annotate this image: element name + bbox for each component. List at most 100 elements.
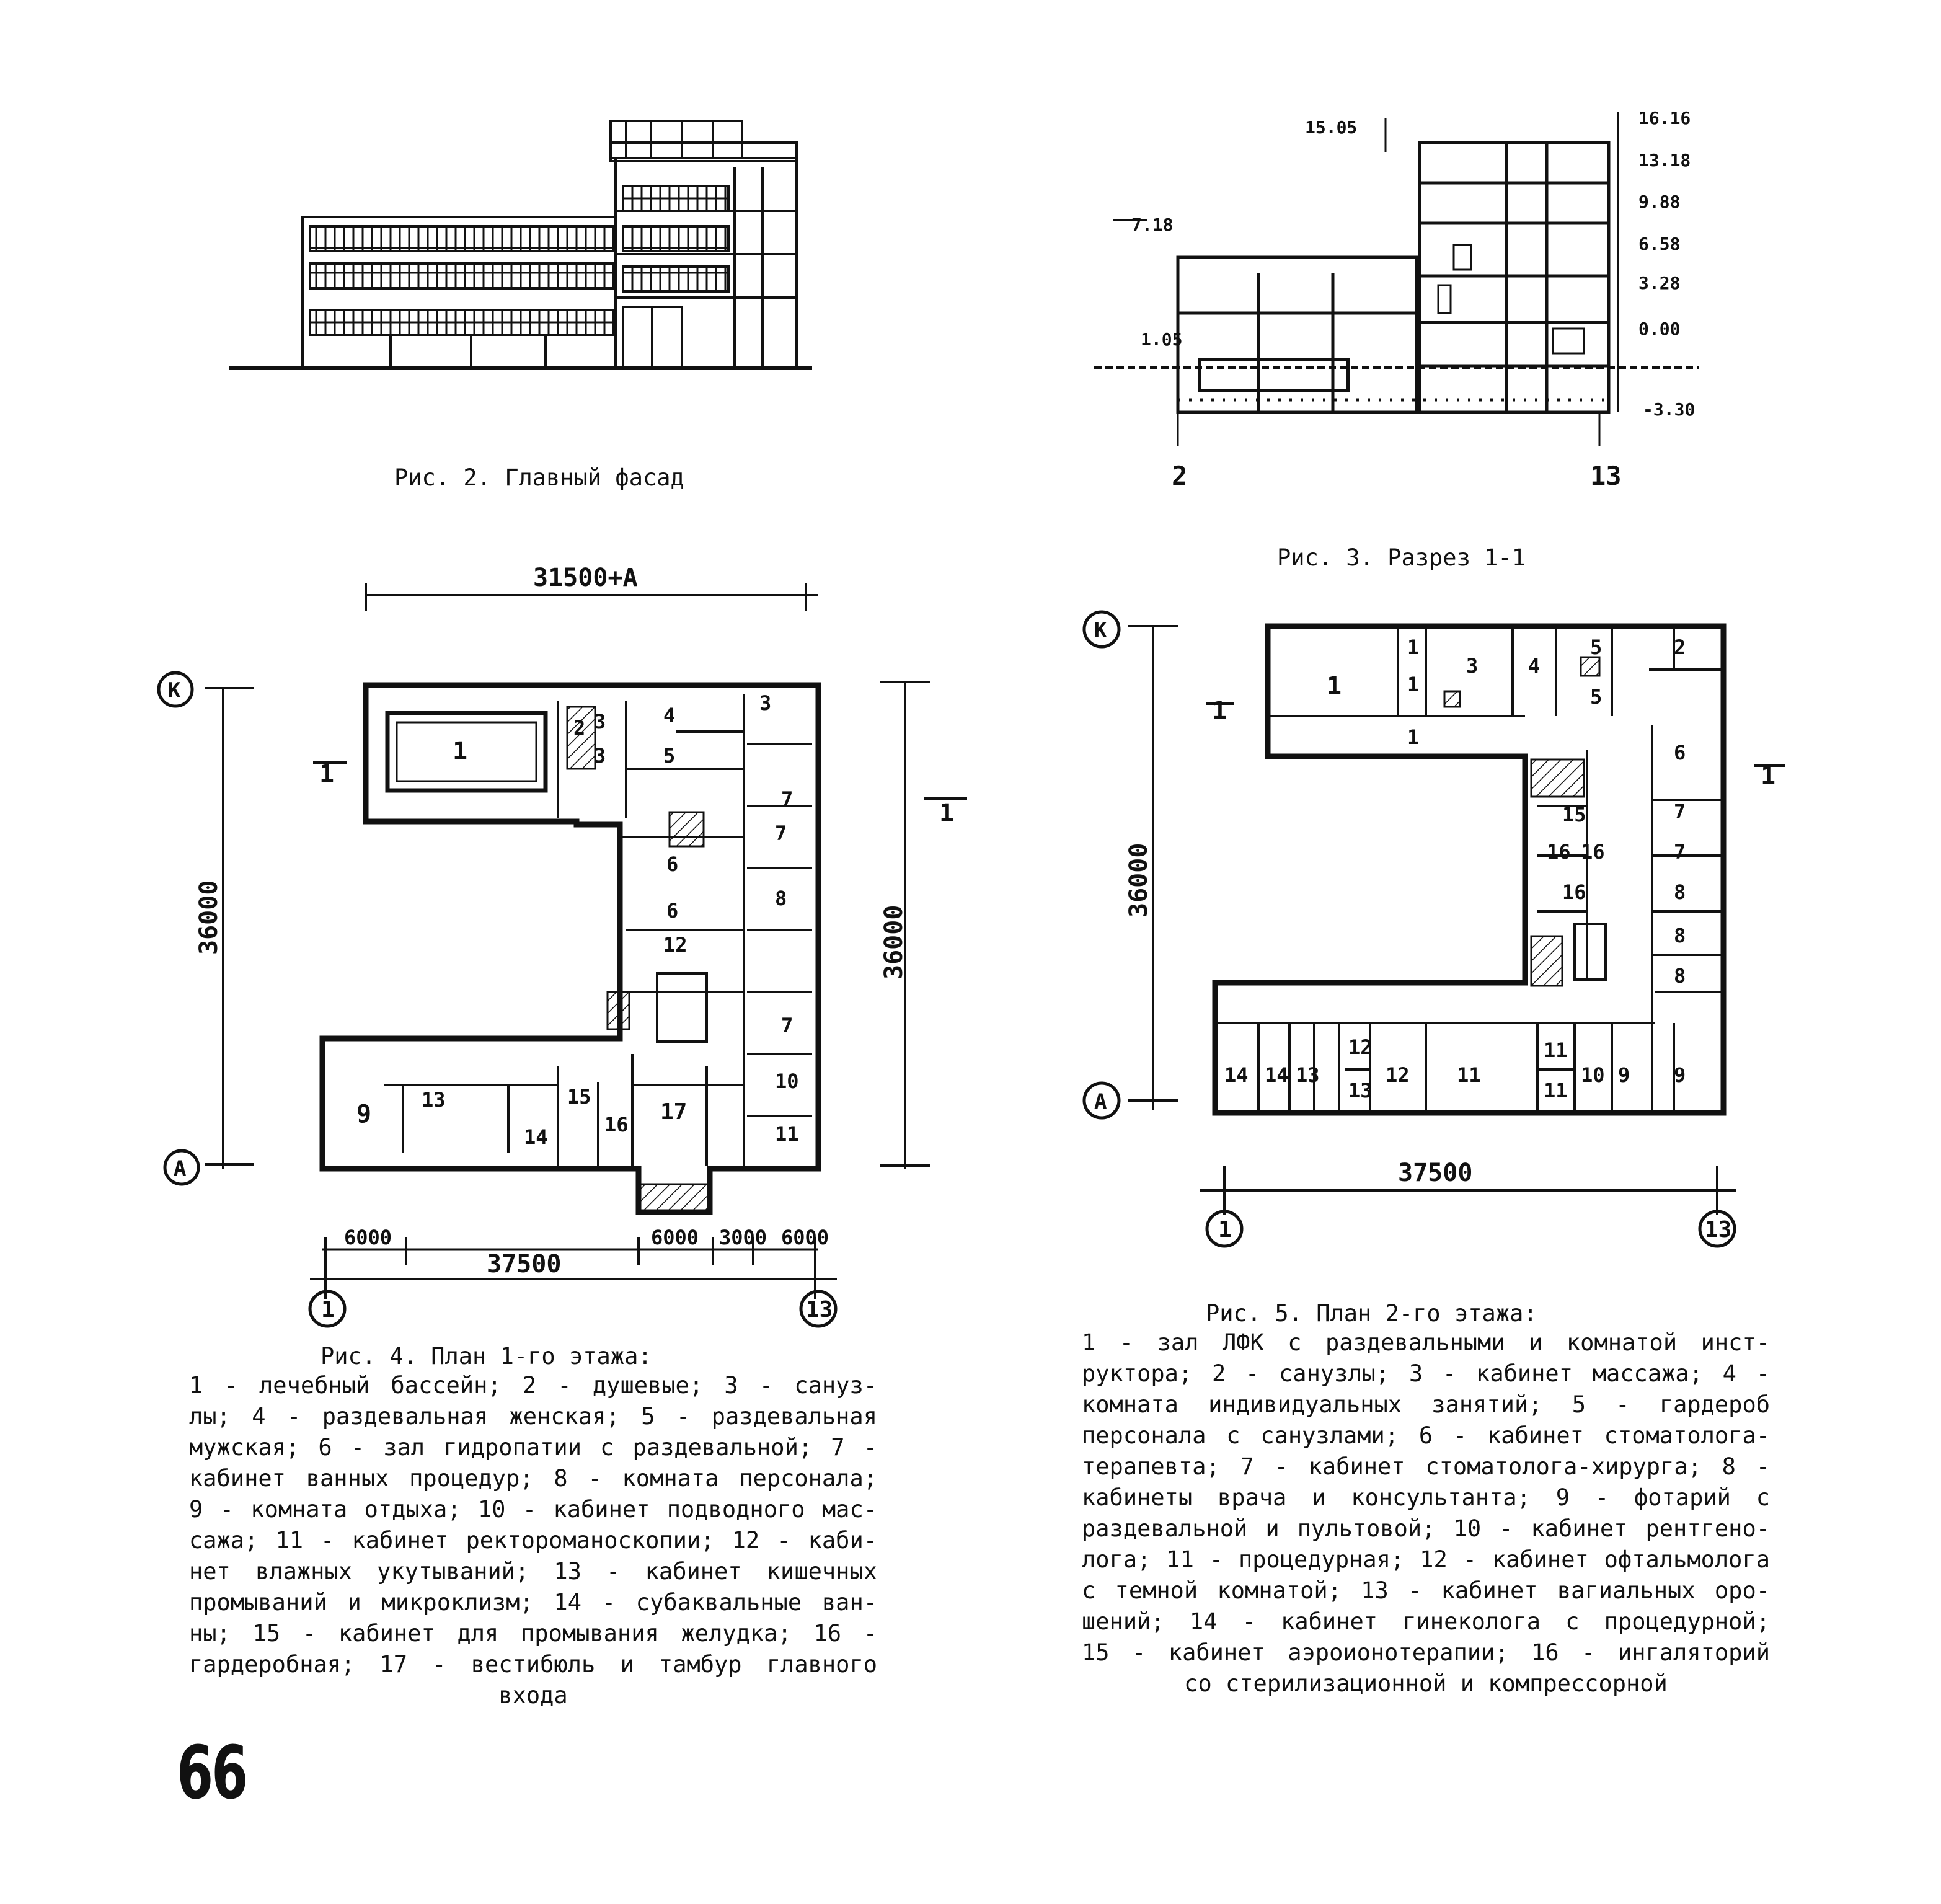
level-7-18: 7.18 (1131, 215, 1173, 235)
room-label: 10 (775, 1069, 799, 1093)
page-number: 66 (177, 1730, 248, 1815)
room-label: 5 (663, 744, 675, 768)
room-label: 3 (594, 744, 606, 768)
legend-line: кабинеты врача и консультанта; 9 - фотар… (1082, 1484, 1770, 1511)
room-label: 4 (663, 704, 675, 727)
fig4-section-left: 1 (319, 760, 334, 789)
fig4-dim-top: 31500+A (533, 564, 638, 592)
level-6-58: 6.58 (1638, 234, 1680, 254)
room-label: 13 (422, 1088, 446, 1112)
fig5-axis-1: 1 (1218, 1217, 1232, 1242)
fig5-axis-13: 13 (1705, 1217, 1731, 1242)
room-label: 16 (1547, 840, 1571, 864)
room-label: 8 (1674, 964, 1686, 988)
room-label: 11 (775, 1122, 799, 1146)
room-label: 9 (1618, 1063, 1630, 1087)
room-label: 16 (1581, 840, 1605, 864)
room-label: 7 (775, 821, 787, 845)
room-label: 3 (594, 710, 606, 733)
fig2-caption: Рис. 2. Главный фасад (394, 464, 684, 491)
fig4-dim-seg2: 6000 (651, 1226, 699, 1249)
fig5-caption: Рис. 5. План 2-го этажа: (1206, 1300, 1537, 1327)
room-label: 2 (573, 716, 585, 740)
room-label: 14 (1224, 1063, 1249, 1087)
room-label: 1 (1407, 673, 1419, 696)
room-label: 11 (1457, 1063, 1481, 1087)
room-label: 10 (1581, 1063, 1605, 1087)
fig4-axis-13: 13 (806, 1297, 833, 1322)
fig4-axis-1: 1 (321, 1297, 335, 1322)
legend-line: со стерилизационной и компрессорной (1184, 1670, 1668, 1697)
fig5-dim-left: 36000 (1125, 843, 1153, 918)
room-label: 3 (759, 691, 771, 715)
fig5-section-left: 1 (1212, 697, 1227, 725)
room-label: 7 (781, 787, 793, 811)
level-16-16: 16.16 (1638, 108, 1691, 128)
fig3-section (1094, 112, 1699, 446)
axis-13-label: 13 (1590, 461, 1622, 491)
room-label: 4 (1528, 654, 1540, 678)
legend-line: раздевальной и пультовой; 10 - кабинет р… (1082, 1515, 1770, 1542)
legend-line: 1 - лечебный бассейн; 2 - душевые; 3 - с… (189, 1372, 877, 1399)
legend-line: мужская; 6 - зал гидропатии с раздевальн… (189, 1434, 877, 1461)
legend-line: промываний и микроклизм; 14 - субаквальн… (189, 1589, 877, 1616)
legend-line: терапевта; 7 - кабинет стоматолога-хирур… (1082, 1453, 1770, 1480)
fig2-facade (229, 120, 812, 370)
legend-line: 1 - зал ЛФК с раздевальными и комнатой и… (1082, 1329, 1770, 1356)
legend-line: лога; 11 - процедурная; 12 - кабинет офт… (1082, 1546, 1770, 1573)
legend-line: входа (498, 1682, 568, 1709)
room-label: 16 (604, 1113, 629, 1136)
level-1-05: 1.05 (1141, 329, 1182, 350)
fig4-dim-bottom: 37500 (487, 1250, 561, 1278)
room-label: 2 (1674, 635, 1686, 659)
level-13-18: 13.18 (1638, 150, 1691, 170)
fig4-dim-seg1: 6000 (344, 1226, 392, 1249)
legend-line: 15 - кабинет аэроионотерапии; 16 - ингал… (1082, 1639, 1770, 1666)
legend-line: сажа; 11 - кабинет ректороманоскопии; 12… (189, 1527, 877, 1554)
legend-line: нет влажных укутываний; 13 - кабинет киш… (189, 1558, 877, 1585)
fig3-caption: Рис. 3. Разрез 1-1 (1277, 544, 1526, 571)
room-label: 16 (1562, 880, 1586, 904)
room-label: 3 (1466, 654, 1478, 678)
room-label: 5 (1590, 685, 1602, 709)
legend-line: ны; 15 - кабинет для промывания желудка;… (189, 1620, 877, 1647)
fig4-dim-seg4: 6000 (781, 1226, 829, 1249)
room-label: 7 (1674, 840, 1686, 864)
axis-2-label: 2 (1172, 461, 1187, 491)
room-label: 1 (1407, 725, 1419, 749)
room-label: 11 (1544, 1079, 1568, 1102)
fig3-labels: 15.05 7.18 1.05 16.16 13.18 9.88 6.58 3.… (1131, 108, 1695, 491)
fig4-dim-seg3: 3000 (719, 1226, 767, 1249)
fig5-section-right: 1 (1761, 762, 1775, 790)
level-minus-3-30: -3.30 (1643, 399, 1695, 420)
legend-line: персонала с санузлами; 6 - кабинет стома… (1082, 1422, 1770, 1449)
level-9-88: 9.88 (1638, 192, 1680, 212)
room-label: 6 (666, 899, 678, 923)
fig4-dim-right: 36000 (880, 905, 908, 980)
legend-line: комната индивидуальных занятий; 5 - гард… (1082, 1391, 1770, 1418)
room-label: 7 (1674, 800, 1686, 823)
fig4-axis-a: A (174, 1156, 186, 1181)
fig4-plan (157, 583, 967, 1328)
room-label: 14 (524, 1125, 548, 1149)
room-label: 15 (1562, 803, 1586, 826)
room-label: 14 (1265, 1063, 1289, 1087)
level-0-00: 0.00 (1638, 319, 1680, 339)
legend-line: 9 - комната отдыха; 10 - кабинет подводн… (189, 1496, 877, 1523)
legend-line: кабинет ванных процедур; 8 - комната пер… (189, 1465, 877, 1492)
room-label: 12 (663, 933, 688, 957)
legend-line: шений; 14 - кабинет гинеколога с процеду… (1082, 1608, 1770, 1635)
room-label: 17 (660, 1099, 687, 1125)
room-label: 11 (1544, 1038, 1568, 1062)
room-label: 6 (1674, 741, 1686, 764)
room-label: 8 (1674, 880, 1686, 904)
room-label: 15 (567, 1085, 591, 1109)
room-label: 5 (1590, 635, 1602, 659)
fig4-axis-k: K (168, 678, 181, 703)
room-label: 8 (1674, 924, 1686, 947)
room-label: 1 (1327, 672, 1342, 701)
fig5-axis-a: A (1094, 1089, 1107, 1114)
legend-line: руктора; 2 - санузлы; 3 - кабинет массаж… (1082, 1360, 1770, 1387)
legend-line: гардеробная; 17 - вестибюль и тамбур гла… (189, 1651, 877, 1678)
